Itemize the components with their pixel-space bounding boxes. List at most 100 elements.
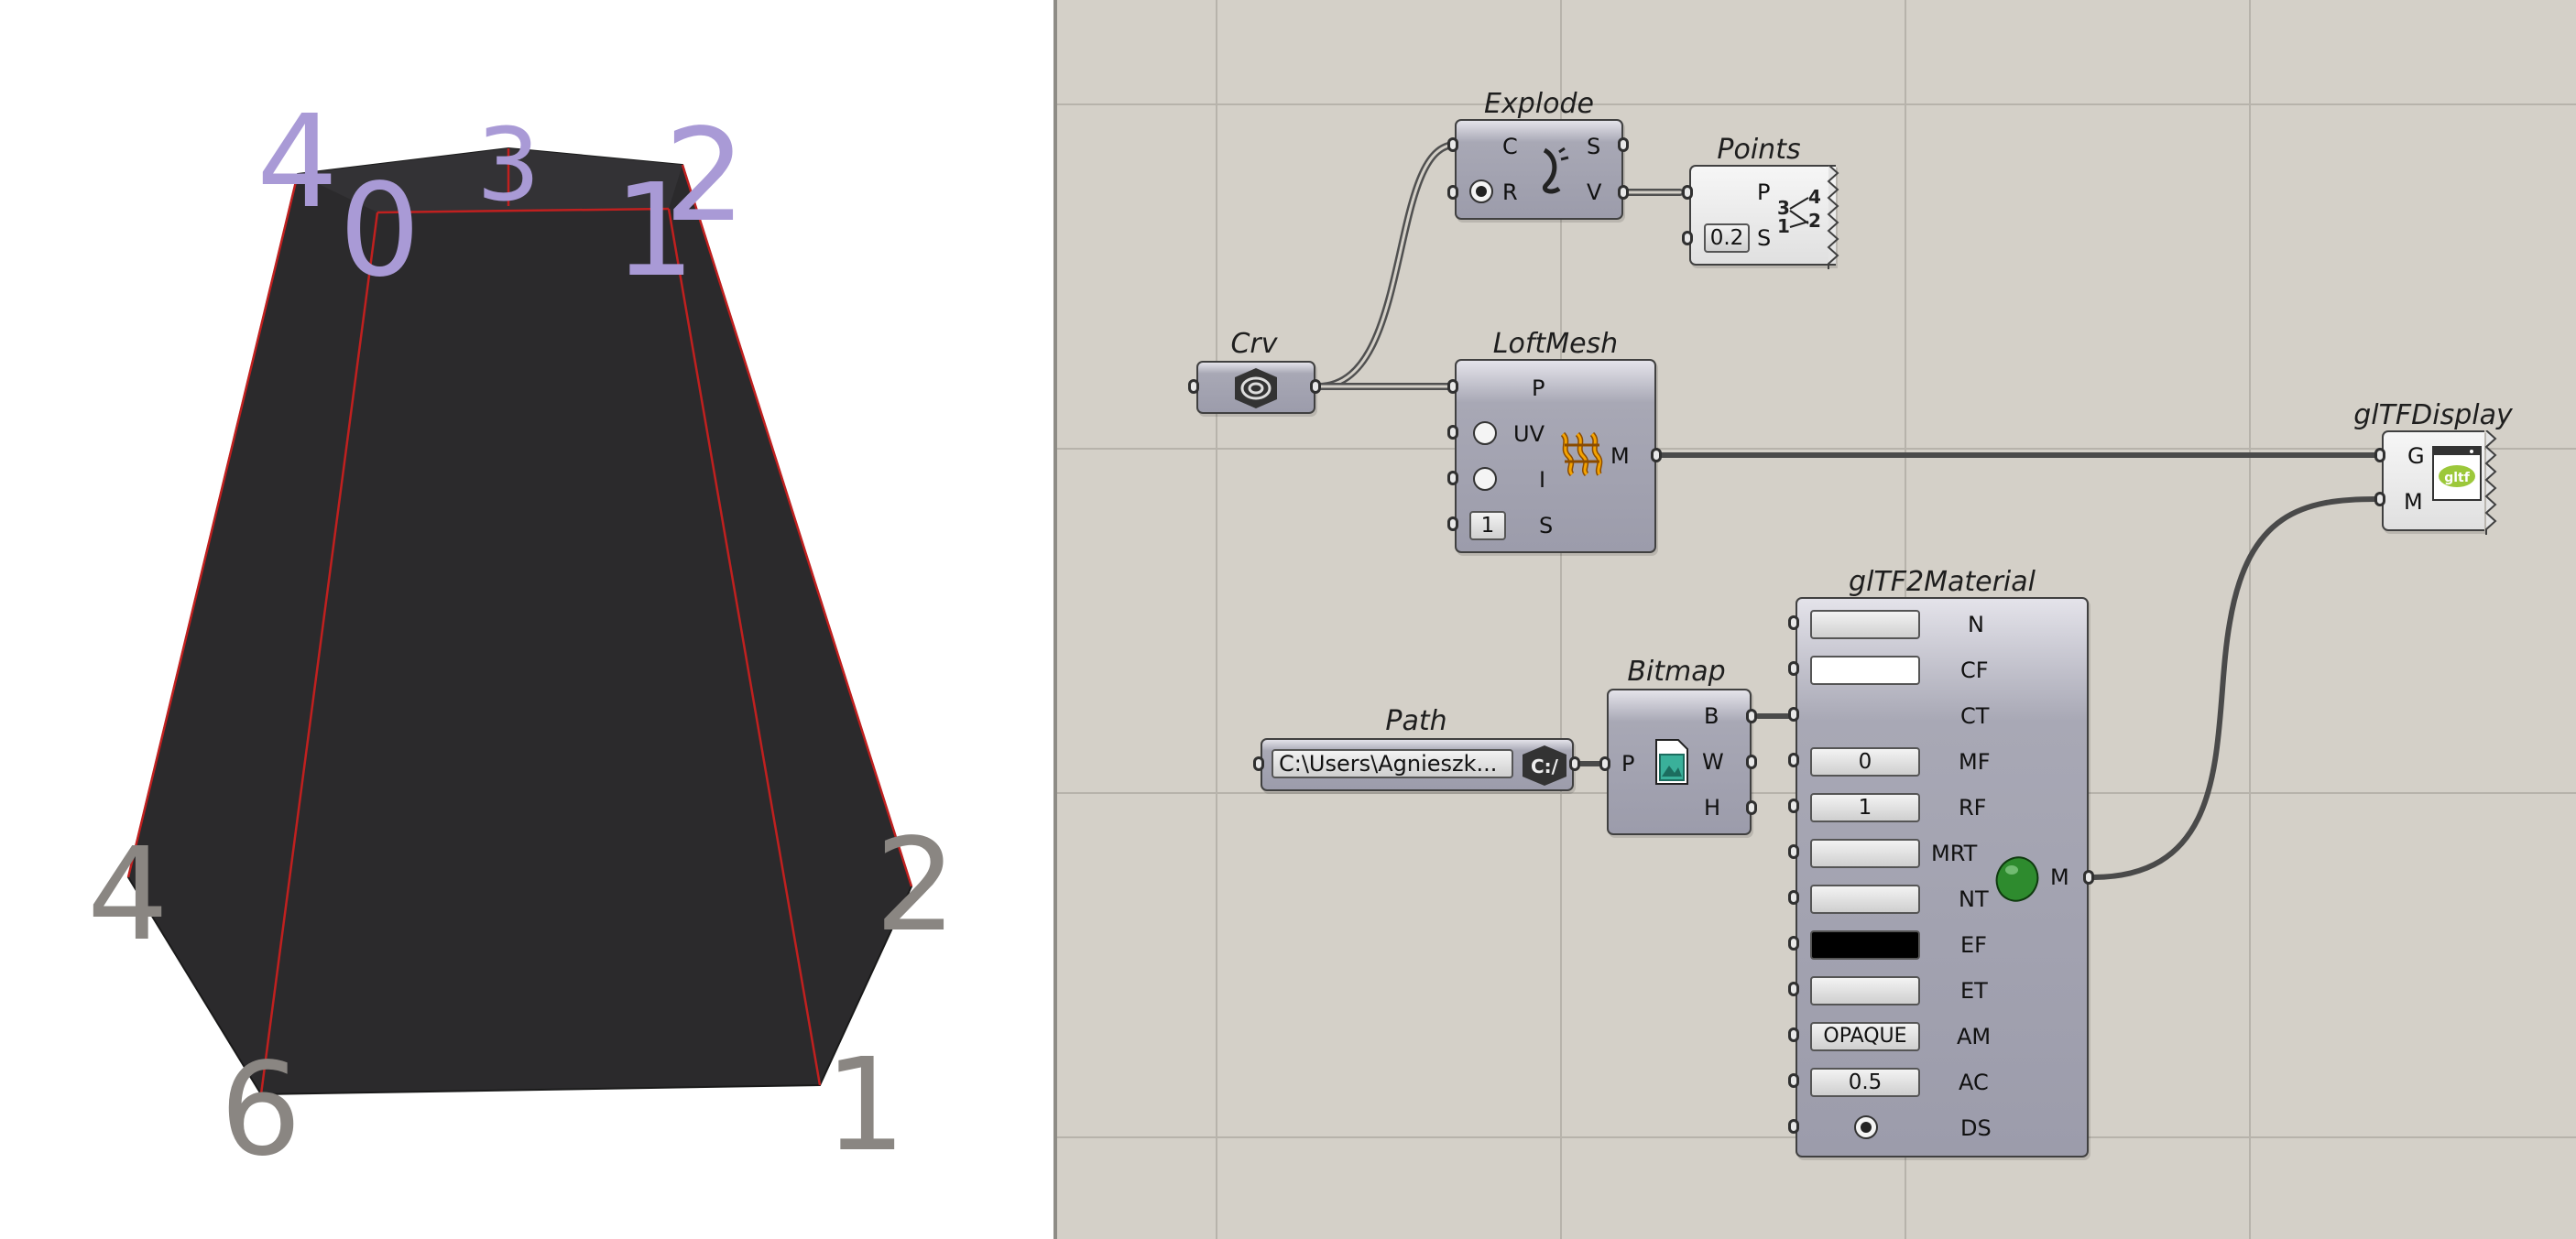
loftmesh-i-grip[interactable]: [1447, 471, 1458, 485]
explode-v-grip[interactable]: [1618, 185, 1629, 200]
explode-s-grip[interactable]: [1618, 137, 1629, 152]
material-ac-field[interactable]: 0.5: [1810, 1068, 1920, 1097]
bitmap-b-grip[interactable]: [1746, 709, 1757, 723]
material-input-nt: NT: [1959, 886, 1989, 912]
material-rf-field[interactable]: 1: [1810, 793, 1920, 822]
gltfdisplay-title: glTFDisplay: [2353, 399, 2513, 431]
gltf2material-component[interactable]: N CF CT 0 MF 1 RF MRT NT EF ET OPAQUE AM…: [1796, 597, 2089, 1157]
crv-input-grip[interactable]: [1188, 379, 1199, 394]
material-cf-grip[interactable]: [1788, 661, 1799, 676]
loftmesh-i-flag[interactable]: [1473, 467, 1497, 491]
points-p-grip[interactable]: [1682, 185, 1693, 200]
loftmesh-m-grip[interactable]: [1651, 448, 1662, 462]
material-ds-toggle[interactable]: [1854, 1115, 1878, 1139]
explode-component[interactable]: C R S V: [1455, 119, 1623, 220]
material-et-grip[interactable]: [1788, 982, 1799, 996]
material-input-am: AM: [1957, 1024, 1992, 1049]
material-output-m: M: [2050, 864, 2069, 890]
material-m-grip[interactable]: [2083, 870, 2094, 885]
bitmap-w-grip[interactable]: [1746, 755, 1757, 769]
material-mf-grip[interactable]: [1788, 753, 1799, 767]
explode-title: Explode: [1484, 88, 1594, 120]
loftmesh-title: LoftMesh: [1492, 328, 1619, 360]
material-ac-grip[interactable]: [1788, 1073, 1799, 1088]
material-input-ct: CT: [1960, 703, 1990, 729]
loftmesh-s-field[interactable]: 1: [1469, 511, 1506, 540]
svg-text:1: 1: [1777, 215, 1790, 236]
svg-text:4: 4: [1808, 187, 1821, 208]
loftmesh-input-s: S: [1539, 513, 1554, 538]
material-n-field[interactable]: [1810, 610, 1920, 639]
material-ef-swatch[interactable]: [1810, 930, 1920, 960]
top-label-3: 3: [476, 106, 540, 223]
loft-mesh-shape: [126, 147, 913, 1096]
explode-c-grip[interactable]: [1447, 137, 1458, 152]
material-ct-grip[interactable]: [1788, 707, 1799, 722]
loft-mesh-icon: [1560, 431, 1603, 477]
crv-param[interactable]: [1196, 361, 1315, 414]
path-param[interactable]: C:\Users\Agnieszk... C:/: [1261, 738, 1574, 791]
bitmap-h-grip[interactable]: [1746, 800, 1757, 815]
material-et-field[interactable]: [1810, 976, 1920, 1005]
bitmap-p-grip[interactable]: [1599, 756, 1610, 771]
bitmap-component[interactable]: P B W H: [1607, 689, 1752, 835]
explode-icon: [1543, 147, 1569, 194]
top-label-0: 0: [339, 157, 420, 306]
material-am-grip[interactable]: [1788, 1027, 1799, 1042]
gltfdisplay-input-g: G: [2407, 443, 2425, 469]
material-ds-grip[interactable]: [1788, 1119, 1799, 1134]
explode-r-flag[interactable]: [1469, 179, 1493, 203]
bitmap-icon: [1655, 739, 1688, 785]
material-input-mf: MF: [1959, 749, 1991, 775]
points-input-s: S: [1757, 225, 1772, 251]
gltfdisplay-g-grip[interactable]: [2374, 448, 2385, 462]
explode-input-c: C: [1502, 134, 1518, 159]
top-label-2: 2: [664, 102, 746, 251]
crv-output-grip[interactable]: [1310, 379, 1321, 394]
gltfdisplay-m-grip[interactable]: [2374, 492, 2385, 506]
path-icon-badge: C:/: [1531, 755, 1559, 777]
points-input-p: P: [1757, 179, 1771, 205]
path-value-field[interactable]: C:\Users\Agnieszk...: [1272, 749, 1513, 778]
loftmesh-output-m: M: [1610, 443, 1630, 469]
top-label-1: 1: [614, 157, 695, 306]
bottom-label-4: 4: [87, 821, 169, 970]
material-mf-field[interactable]: 0: [1810, 747, 1920, 777]
material-rf-grip[interactable]: [1788, 799, 1799, 813]
material-input-mrt: MRT: [1931, 841, 1978, 866]
material-am-field[interactable]: OPAQUE: [1810, 1022, 1920, 1051]
gltfdisplay-component[interactable]: G M gltf: [2382, 430, 2497, 535]
point-list-icon: 3 4 1 2: [1777, 187, 1821, 236]
material-nt-grip[interactable]: [1788, 890, 1799, 905]
points-zigzag-edge: [1827, 165, 1839, 269]
loftmesh-uv-grip[interactable]: [1447, 425, 1458, 440]
material-ef-grip[interactable]: [1788, 936, 1799, 951]
loftmesh-uv-flag[interactable]: [1473, 421, 1497, 445]
points-component[interactable]: P 0.2 S 3 4 1 2: [1689, 165, 1839, 269]
material-input-rf: RF: [1959, 795, 1987, 821]
points-size-field[interactable]: 0.2: [1704, 223, 1750, 253]
material-input-ds: DS: [1960, 1115, 1992, 1141]
points-s-grip[interactable]: [1682, 231, 1693, 245]
gltf-icon-text: gltf: [2444, 471, 2471, 485]
material-preview-icon: [1995, 856, 2039, 902]
material-cf-swatch[interactable]: [1810, 656, 1920, 685]
path-output-grip[interactable]: [1569, 756, 1580, 771]
explode-input-r: R: [1502, 179, 1518, 205]
bitmap-input-p: P: [1621, 751, 1635, 777]
wire-material-display: [2090, 496, 2379, 880]
loftmesh-component[interactable]: P UV I 1 S M: [1455, 359, 1656, 553]
bottom-label-1: 1: [824, 1031, 906, 1180]
grasshopper-canvas[interactable]: Crv Explode C R S V Points P 0.2 S 3 4 1: [1053, 0, 2576, 1239]
bitmap-output-h: H: [1704, 795, 1721, 821]
path-input-grip[interactable]: [1253, 756, 1264, 771]
material-n-grip[interactable]: [1788, 615, 1799, 630]
material-nt-field[interactable]: [1810, 885, 1920, 914]
material-mrt-grip[interactable]: [1788, 844, 1799, 859]
explode-output-v: V: [1587, 179, 1602, 205]
rhino-viewport[interactable]: 4 0 3 2 1 4 2 6 1: [0, 0, 1053, 1239]
loftmesh-s-grip[interactable]: [1447, 516, 1458, 531]
explode-r-grip[interactable]: [1447, 185, 1458, 200]
material-mrt-field[interactable]: [1810, 839, 1920, 868]
loftmesh-p-grip[interactable]: [1447, 379, 1458, 394]
